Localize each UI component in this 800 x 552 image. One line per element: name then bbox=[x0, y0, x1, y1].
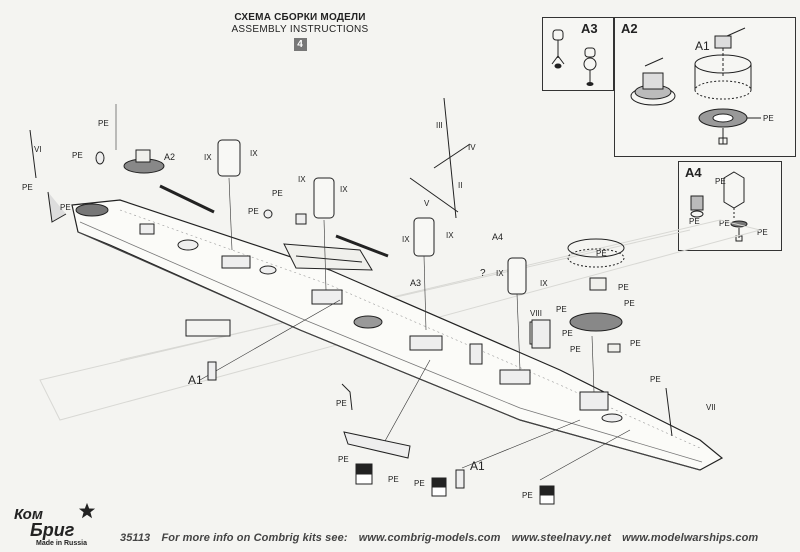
star-icon bbox=[78, 502, 96, 519]
inset-a4-pe-1: PE bbox=[715, 177, 726, 186]
callout-pe-4: PE bbox=[60, 203, 71, 212]
callout-ix-3: IX bbox=[298, 175, 306, 184]
callout-ix-4: IX bbox=[340, 185, 348, 194]
callout-vi: VI bbox=[34, 145, 42, 154]
footer-links: 35113 For more info on Combrig kits see:… bbox=[120, 532, 766, 544]
callout-pe-11: PE bbox=[562, 329, 573, 338]
callout-ix-6: IX bbox=[446, 231, 454, 240]
link-modelwarships[interactable]: www.modelwarships.com bbox=[622, 532, 759, 544]
logo-line-1: Ком bbox=[14, 506, 43, 523]
inset-a3-drawing bbox=[551, 29, 597, 86]
callout-v: V bbox=[424, 199, 430, 208]
callout-a3: A3 bbox=[410, 278, 421, 288]
callout-ix-1: IX bbox=[204, 153, 212, 162]
loose-parts bbox=[95, 151, 551, 489]
callout-pe-19: PE bbox=[522, 491, 533, 500]
callout-ix-8: IX bbox=[540, 279, 548, 288]
masts bbox=[29, 97, 673, 437]
callout-pe-17: PE bbox=[388, 475, 399, 484]
callout-pe-9: PE bbox=[624, 299, 635, 308]
inset-a3-label: A3 bbox=[581, 21, 598, 36]
inset-a4-pe-2: PE bbox=[689, 217, 700, 226]
callout-pe-15: PE bbox=[336, 399, 347, 408]
page-number-badge: 4 bbox=[293, 38, 307, 51]
inset-a4: A4 PE PE PE PE bbox=[678, 161, 782, 251]
callout-iii: III bbox=[436, 121, 443, 130]
link-steelnavy[interactable]: www.steelnavy.net bbox=[511, 532, 611, 544]
callout-ix-7: IX bbox=[496, 269, 504, 278]
callout-unknown: ? bbox=[480, 268, 486, 279]
leader-lines bbox=[115, 104, 631, 481]
link-combrig[interactable]: www.combrig-models.com bbox=[358, 532, 501, 544]
callout-pe-16: PE bbox=[338, 455, 349, 464]
callout-ii: II bbox=[458, 181, 462, 190]
callout-a1-left: A1 bbox=[188, 373, 203, 387]
boats-and-guns bbox=[123, 149, 625, 353]
reference-boxes bbox=[355, 463, 555, 505]
title-english: ASSEMBLY INSTRUCTIONS bbox=[231, 24, 369, 35]
page-title: СХЕМА СБОРКИ МОДЕЛИ ASSEMBLY INSTRUCTION… bbox=[200, 12, 400, 51]
callout-pe-7: PE bbox=[596, 249, 607, 258]
callout-pe-6: PE bbox=[248, 207, 259, 216]
inset-a3: A3 bbox=[542, 17, 614, 91]
callout-pe-14: PE bbox=[650, 375, 661, 384]
footer-info: For more info on Combrig kits see: bbox=[161, 532, 348, 544]
logo-line-2: Бриг bbox=[30, 520, 75, 540]
inset-a2-label: A2 bbox=[621, 21, 638, 36]
deck-fittings bbox=[75, 203, 623, 423]
callout-iv: IV bbox=[468, 143, 476, 152]
callout-a1-bottom: A1 bbox=[470, 459, 485, 473]
ship-hull bbox=[71, 199, 724, 471]
callout-a2: A2 bbox=[164, 152, 175, 162]
inset-a2-pe-label: PE bbox=[763, 114, 774, 123]
title-russian: СХЕМА СБОРКИ МОДЕЛИ bbox=[234, 12, 366, 23]
callout-pe-12: PE bbox=[570, 345, 581, 354]
callout-pe-3: PE bbox=[22, 183, 33, 192]
callout-pe-13: PE bbox=[630, 339, 641, 348]
inset-a2-drawing: A1 PE bbox=[630, 27, 774, 145]
callout-pe-1: PE bbox=[98, 119, 109, 128]
combrig-logo: Ком Бриг Made in Russia bbox=[14, 502, 114, 548]
kit-number: 35113 bbox=[120, 532, 151, 544]
callout-pe-10: PE bbox=[556, 305, 567, 314]
callout-pe-18: PE bbox=[414, 479, 425, 488]
callout-pe-8: PE bbox=[618, 283, 629, 292]
page-footer: Ком Бриг Made in Russia 35113 For more i… bbox=[0, 502, 800, 552]
inset-a2: A2 A1 PE bbox=[614, 17, 796, 157]
inset-a4-label: A4 bbox=[685, 165, 702, 180]
callout-ix-2: IX bbox=[250, 149, 258, 158]
callout-ix-5: IX bbox=[402, 235, 410, 244]
inset-a2-a1-label: A1 bbox=[695, 39, 710, 53]
funnels bbox=[217, 139, 527, 295]
inset-a4-pe-4: PE bbox=[757, 228, 768, 237]
callout-viii: VIII bbox=[530, 309, 542, 318]
made-in-russia: Made in Russia bbox=[36, 540, 87, 547]
callout-vii: VII bbox=[706, 403, 716, 412]
callout-pe-2: PE bbox=[72, 151, 83, 160]
inset-a4-pe-3: PE bbox=[719, 219, 730, 228]
callout-a4: A4 bbox=[492, 232, 503, 242]
callout-pe-5: PE bbox=[272, 189, 283, 198]
